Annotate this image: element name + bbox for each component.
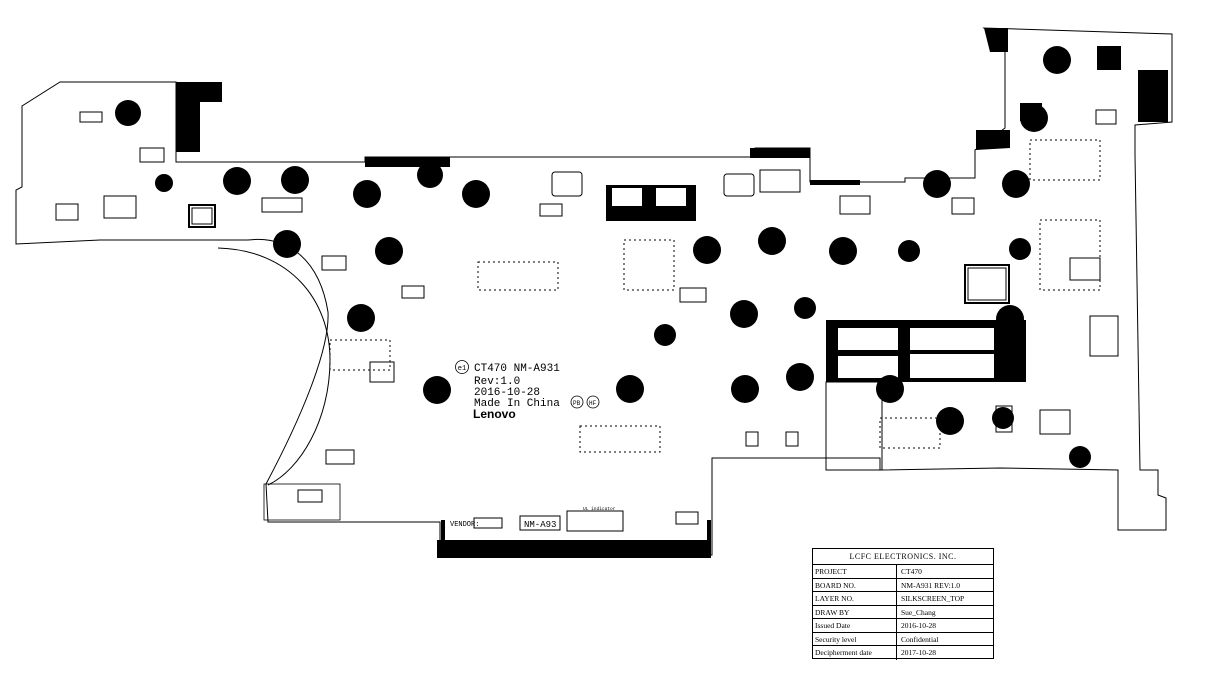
board-date-text: 2016-10-28 bbox=[474, 387, 540, 399]
title-row-layer-no: LAYER NO. SILKSCREEN_TOP bbox=[813, 592, 993, 606]
svg-text:e1: e1 bbox=[458, 365, 466, 373]
board-revision-text: Rev:1.0 bbox=[474, 376, 520, 388]
title-row-issued-date: Issued Date 2016-10-28 bbox=[813, 619, 993, 633]
title-row-key: PROJECT bbox=[813, 565, 897, 578]
title-row-value: Sue_Chang bbox=[901, 607, 936, 617]
mounting-holes bbox=[115, 46, 1091, 468]
lenovo-logo: Lenovo bbox=[473, 407, 516, 421]
title-row-draw-by: DRAW BY Sue_Chang bbox=[813, 605, 993, 619]
title-block: LCFC ELECTRONICS. INC. PROJECT CT470 BOA… bbox=[812, 548, 994, 660]
component-footprints bbox=[55, 109, 1119, 525]
title-row-value: CT470 bbox=[901, 567, 922, 576]
title-row-value: NM-A931 REV:1.0 bbox=[901, 580, 961, 590]
title-row-key: DRAW BY bbox=[813, 605, 897, 618]
board-marking: e1 CT470 NM-A931 Rev:1.0 2016-10-28 Made… bbox=[455, 360, 600, 421]
title-row-decipherment-date: Decipherment date 2017-10-28 bbox=[813, 646, 993, 660]
svg-text:PB: PB bbox=[573, 400, 581, 407]
title-row-key: BOARD NO. bbox=[813, 578, 897, 591]
title-row-security-level: Security level Confidential bbox=[813, 632, 993, 646]
title-row-key: Security level bbox=[813, 632, 897, 645]
svg-text:HF: HF bbox=[589, 400, 597, 407]
board-origin-text: Made In China bbox=[474, 398, 560, 410]
title-row-value: SILKSCREEN_TOP bbox=[901, 594, 965, 603]
board-curve bbox=[217, 247, 331, 486]
title-row-project: PROJECT CT470 bbox=[813, 565, 993, 579]
title-row-value: 2017-10-28 bbox=[901, 648, 936, 657]
title-row-key: LAYER NO. bbox=[813, 592, 897, 605]
board-model-text: CT470 NM-A931 bbox=[474, 363, 560, 375]
company-name: LCFC ELECTRONICS. INC. bbox=[813, 549, 993, 565]
bottom-connector bbox=[437, 540, 711, 558]
title-row-value: 2016-10-28 bbox=[901, 621, 936, 630]
title-row-value: Confidential bbox=[901, 634, 939, 644]
ul-indicator-label: UL indicator bbox=[583, 506, 616, 512]
bottom-labels: VENDOR: NM-A93 UL indicator bbox=[450, 506, 624, 532]
title-row-key: Issued Date bbox=[813, 619, 897, 632]
vendor-label: VENDOR: bbox=[450, 521, 479, 529]
title-row-board-no: BOARD NO. NM-A931 REV:1.0 bbox=[813, 578, 993, 592]
board-code-box: NM-A93 bbox=[524, 520, 556, 530]
title-row-key: Decipherment date bbox=[813, 646, 897, 660]
